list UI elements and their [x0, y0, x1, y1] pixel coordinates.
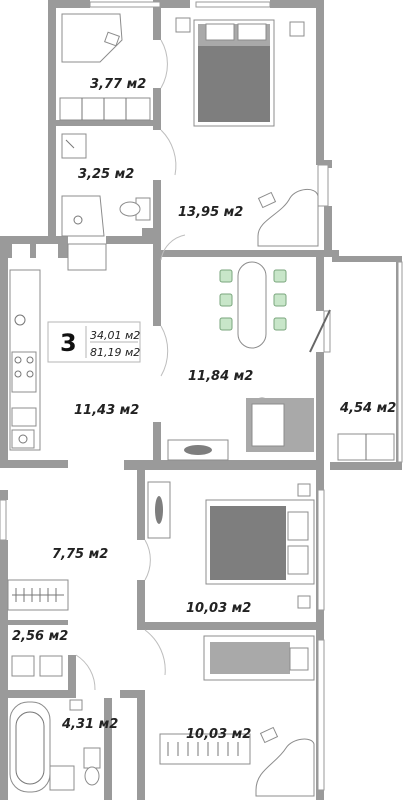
bedroom-bottom-furniture [159, 726, 315, 797]
room-area-hallway: 7,75 м2 [52, 547, 108, 562]
room-area-bedroom-top: 13,95 м2 [178, 205, 243, 220]
room-area-wardrobe-top: 3,77 м2 [90, 77, 146, 92]
bathroom-bottom-furniture [9, 699, 101, 793]
living-area: 34,01 м2 [90, 329, 140, 342]
room-area-bedroom-middle: 10,03 м2 [186, 601, 251, 616]
wardrobe-furniture [59, 13, 191, 121]
bedroom-middle-furniture [147, 481, 315, 681]
room-area-bathroom-bottom: 4,31 м2 [61, 717, 118, 732]
rooms-count: 3 [60, 329, 77, 357]
room-area-closet: 2,56 м2 [12, 629, 68, 644]
closet-furniture [7, 579, 69, 677]
room-area-bathroom-top: 3,25 м2 [78, 167, 134, 182]
living-room-furniture [167, 261, 314, 461]
kitchen-furniture [9, 243, 107, 451]
apartment-info-card: 3 34,01 м2 81,19 м2 [47, 321, 141, 363]
room-area-bedroom-bottom: 10,03 м2 [186, 727, 251, 742]
bedroom-top-furniture [193, 19, 319, 247]
room-labels: 3,77 м2 3,25 м2 13,95 м2 11,84 м2 11,43 … [12, 77, 396, 742]
total-area: 81,19 м2 [90, 346, 140, 359]
bathroom-top-furniture [61, 133, 151, 237]
door-swings [75, 39, 331, 691]
room-area-kitchen: 11,43 м2 [74, 403, 139, 418]
balcony-furniture [337, 433, 395, 461]
room-area-balcony: 4,54 м2 [339, 401, 396, 416]
room-area-living-room: 11,84 м2 [188, 369, 253, 384]
